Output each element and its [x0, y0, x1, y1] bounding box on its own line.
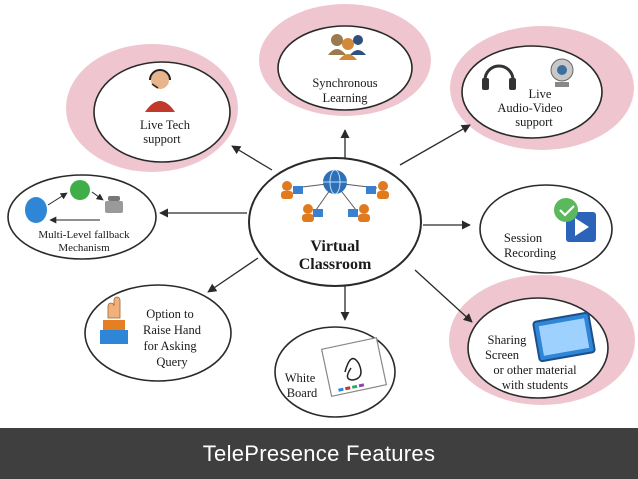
connector-arrows	[159, 124, 473, 323]
sharing-label-3: or other material	[493, 363, 577, 377]
center-title-line1: Virtual	[310, 238, 360, 255]
whiteboard-label-1: White	[285, 371, 316, 385]
diagram-canvas: Virtual Classroom Live Tech support Sync…	[7, 4, 635, 418]
live-av-label-2: Audio-Video	[497, 101, 562, 115]
sharing-label-4: with students	[502, 378, 568, 392]
raise-hand-oval	[84, 284, 232, 382]
arrow-to-live-av	[399, 124, 471, 166]
live-av-label-1: Live	[529, 87, 552, 101]
session-label-1: Session	[504, 231, 543, 245]
center-oval	[248, 157, 422, 287]
recording-icon	[554, 198, 596, 242]
people-group-icon	[328, 34, 366, 60]
whiteboard-icon	[320, 336, 388, 398]
network-icon	[281, 169, 389, 222]
live-av-label-3: support	[515, 115, 553, 129]
arrow-to-raise-hand	[207, 257, 259, 293]
arrow-to-sharing	[414, 269, 473, 323]
footer-bar: TelePresence Features	[0, 428, 638, 479]
raise-hand-label-3: for Asking	[143, 339, 197, 353]
sharing-label-2: Screen	[485, 348, 520, 362]
monitor-icon	[532, 311, 596, 363]
synchronous-label-1: Synchronous	[312, 76, 377, 90]
headphones-webcam-icon	[482, 58, 574, 90]
whiteboard-label-2: Board	[287, 386, 318, 400]
center-title-line2: Classroom	[299, 256, 372, 273]
raise-hand-label-2: Raise Hand	[143, 323, 202, 337]
synchronous-oval	[277, 25, 413, 111]
multilevel-label-2: Mechanism	[58, 242, 110, 254]
arrow-to-live-tech	[231, 145, 273, 171]
multilevel-oval	[7, 174, 157, 260]
multilevel-label-1: Multi-Level fallback	[38, 229, 130, 241]
fallback-cycle-icon	[25, 180, 123, 224]
footer-title: TelePresence Features	[202, 441, 436, 466]
raise-hand-label-1: Option to	[146, 307, 194, 321]
synchronous-label-2: Learning	[322, 91, 368, 105]
headset-person-icon	[145, 69, 175, 112]
session-label-2: Recording	[504, 246, 557, 260]
raise-hand-label-4: Query	[156, 355, 188, 369]
live-tech-label-1: Live Tech	[140, 118, 191, 132]
session-oval	[479, 184, 613, 274]
sharing-label-1: Sharing	[488, 333, 528, 347]
features-diagram: Virtual Classroom Live Tech support Sync…	[7, 4, 635, 418]
raised-hand-icon	[100, 296, 128, 344]
live-tech-label-2: support	[143, 132, 181, 146]
